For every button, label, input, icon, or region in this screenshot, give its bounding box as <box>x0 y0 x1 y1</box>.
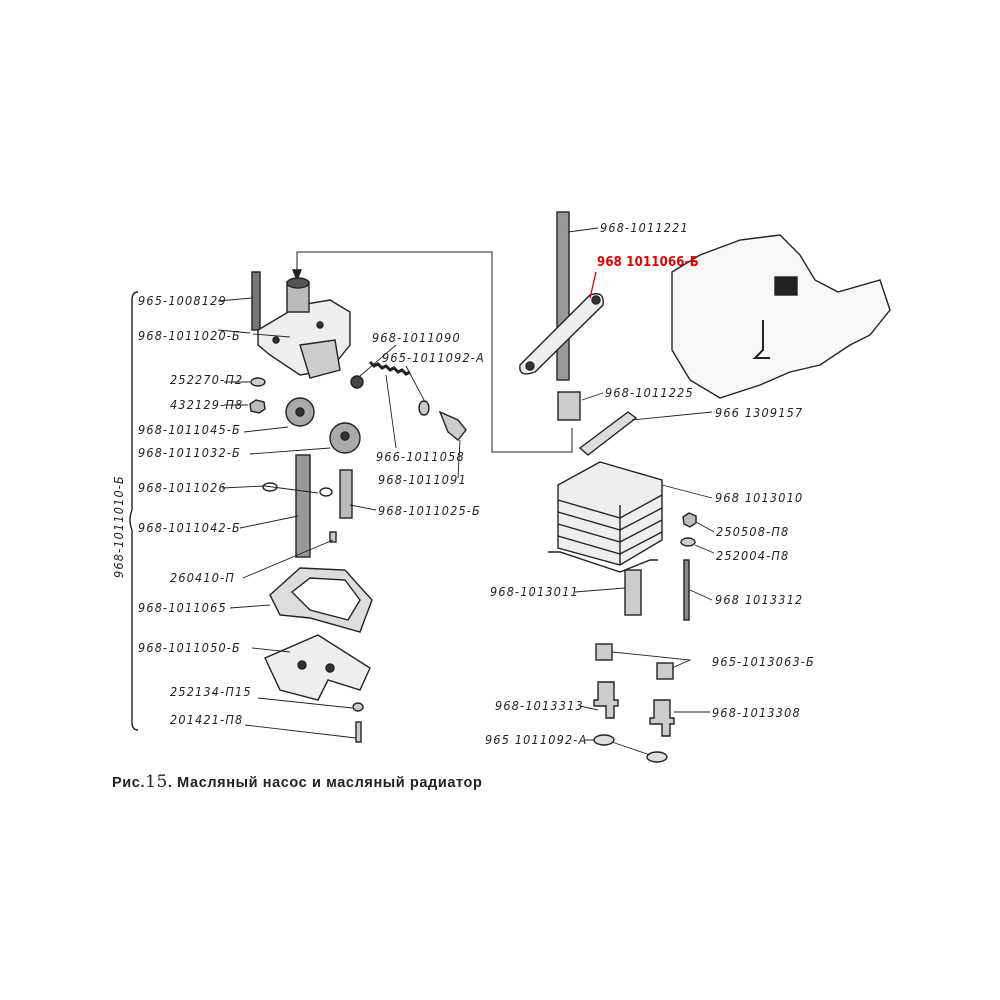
fitting-part <box>649 699 675 737</box>
assembly-bracket <box>129 291 139 731</box>
part-label: 965 1011092-А <box>485 732 588 747</box>
rod-part <box>683 559 690 621</box>
figure-caption: Рис.15. Масляный насос и масляный радиат… <box>112 772 482 792</box>
part-label: 965-1013063-Б <box>712 654 815 669</box>
part-label: 968-1013313 <box>495 698 584 713</box>
gear-part <box>285 397 315 427</box>
part-label: 965-1011092-А <box>382 350 485 365</box>
part-label: 968-1011026 <box>138 480 227 495</box>
connector-line <box>296 251 573 453</box>
caption-text: . Масляный насос и масляный радиатор <box>167 775 483 791</box>
part-label: 966-1011058 <box>376 449 465 464</box>
part-label: 250508-П8 <box>716 524 790 539</box>
caption-number: 15 <box>145 772 168 792</box>
part-label: 968-1011032-Б <box>138 445 241 460</box>
ball-part <box>350 375 364 389</box>
part-label: 965-1008129 <box>138 293 227 308</box>
bushing-part <box>557 391 581 421</box>
plug-part <box>438 410 467 441</box>
part-label: 432129-П8 <box>170 397 244 412</box>
bolt-part <box>355 721 362 743</box>
part-label: 968-1011020-Б <box>138 328 241 343</box>
part-label: 968-1011221 <box>600 220 689 235</box>
part-label: 201421-П8 <box>170 712 244 727</box>
pump-body-part <box>257 277 351 379</box>
part-label: 966 1309157 <box>715 405 804 420</box>
part-label: 968-1011091 <box>378 472 467 487</box>
bar-part <box>578 411 638 456</box>
cover-part <box>264 634 371 701</box>
part-label: 968-1011065 <box>138 600 227 615</box>
part-label: 968-1011045-Б <box>138 422 241 437</box>
part-label: 968-1013308 <box>712 705 801 720</box>
nut-part <box>249 399 266 414</box>
part-label: 968-1011050-Б <box>138 640 241 655</box>
assembly-label: 968-1011010-Б <box>111 475 126 578</box>
vertical-shaft-part <box>556 211 570 381</box>
engine-silhouette <box>671 234 891 399</box>
spring-part <box>368 360 411 376</box>
part-label: 252270-П2 <box>170 372 244 387</box>
part-label: 260410-П <box>170 570 236 585</box>
part-label: 252004-П8 <box>716 548 790 563</box>
washer-part <box>250 377 266 387</box>
tube-part <box>624 569 642 616</box>
part-label: 968-1011025-Б <box>378 503 481 518</box>
fitting-part <box>593 681 619 719</box>
part-label: 968 1013312 <box>715 592 804 607</box>
radiator-part <box>548 461 663 573</box>
caption-prefix: Рис. <box>112 775 146 791</box>
part-label: 968-1013011 <box>490 584 579 599</box>
part-label: 968-1011225 <box>605 385 694 400</box>
part-label: 968-1011090 <box>372 330 461 345</box>
driven-shaft-part <box>339 469 353 519</box>
part-label: 252134-П15 <box>170 684 252 699</box>
drive-shaft-part <box>295 454 311 558</box>
stud-part <box>251 271 261 331</box>
plate-part <box>519 293 604 375</box>
highlighted-part-label: 968 1011066-Б <box>597 255 699 270</box>
gear-part <box>329 422 361 454</box>
part-label: 968 1013010 <box>715 490 804 505</box>
part-label: 968-1011042-Б <box>138 520 241 535</box>
